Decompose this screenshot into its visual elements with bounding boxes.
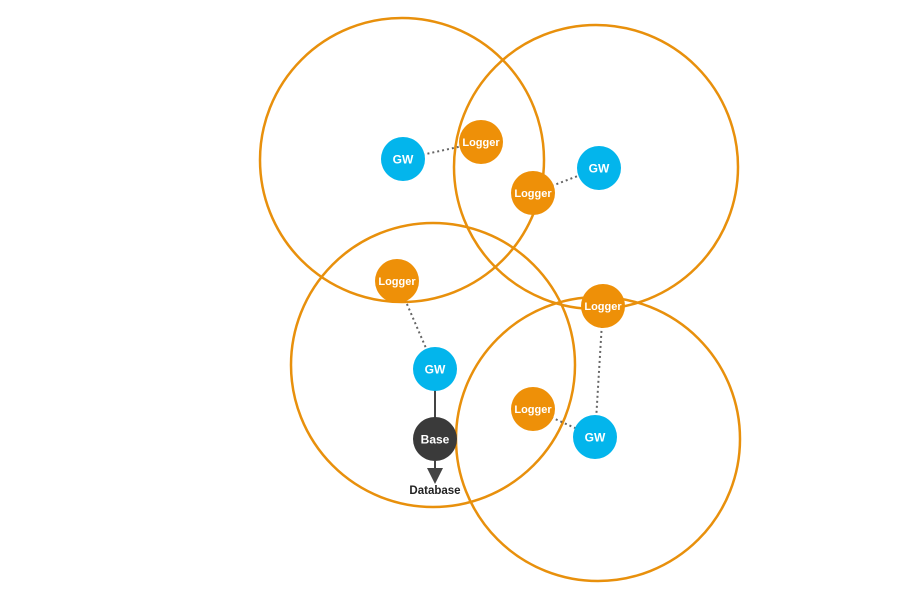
logger-node xyxy=(581,284,625,328)
gateway-label: GW xyxy=(585,431,606,445)
node-logger-bottom-center: Logger xyxy=(511,387,555,431)
gateway-node xyxy=(413,347,457,391)
logger-label: Logger xyxy=(584,301,622,313)
node-gw-top-right: GW xyxy=(577,146,621,190)
gateway-label: GW xyxy=(425,363,446,377)
logger-label: Logger xyxy=(462,137,500,149)
gateway-label: GW xyxy=(589,162,610,176)
logger-label: Logger xyxy=(514,188,552,200)
logger-label: Logger xyxy=(378,276,416,288)
node-logger-right: Logger xyxy=(581,284,625,328)
base-node xyxy=(413,417,457,461)
base-label: Base xyxy=(421,433,450,447)
logger-node xyxy=(375,259,419,303)
range-ring-mid-left xyxy=(289,221,577,509)
node-logger-mid-left: Logger xyxy=(375,259,419,303)
node-base: Base xyxy=(413,417,457,461)
range-rings xyxy=(258,16,742,583)
gateway-label: GW xyxy=(393,153,414,167)
logger-node xyxy=(511,171,555,215)
gateway-node xyxy=(577,146,621,190)
database-label: Database xyxy=(409,485,460,497)
logger-node xyxy=(459,120,503,164)
node-logger-center: Logger xyxy=(511,171,555,215)
node-gw-mid-left: GW xyxy=(413,347,457,391)
node-gw-bottom-right: GW xyxy=(573,415,617,459)
logger-label: Logger xyxy=(514,404,552,416)
gateway-node xyxy=(573,415,617,459)
logger-node xyxy=(511,387,555,431)
node-gw-top-left: GW xyxy=(381,137,425,181)
gateway-node xyxy=(381,137,425,181)
node-logger-top-center: Logger xyxy=(459,120,503,164)
